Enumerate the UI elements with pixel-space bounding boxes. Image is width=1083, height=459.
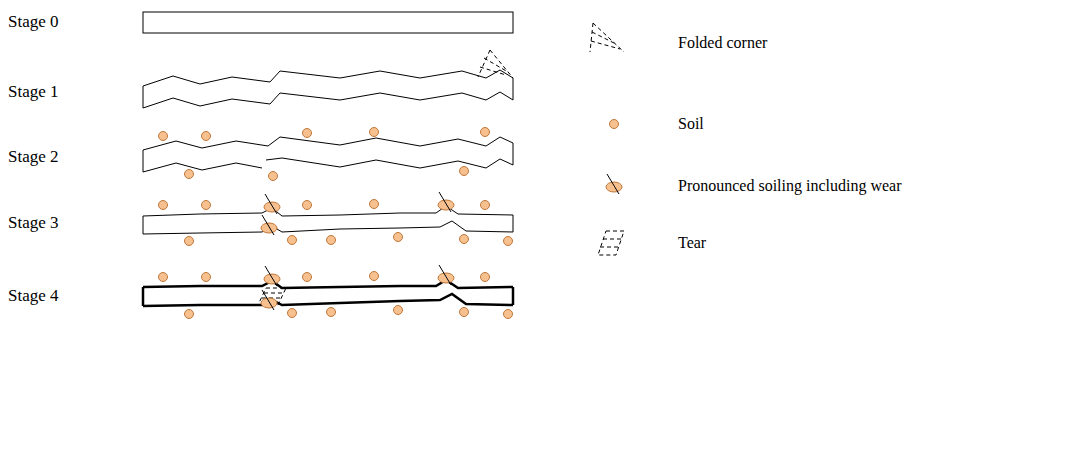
- soil-dots: [159, 128, 490, 181]
- legend-text: Pronounced soiling including wear: [678, 176, 902, 195]
- stage-label: Stage 0: [8, 12, 59, 32]
- stage-label: Stage 2: [8, 147, 59, 167]
- soiled-note: [143, 137, 513, 172]
- soil-dots: [159, 265, 513, 319]
- legend-text: Soil: [678, 114, 704, 133]
- new-note: [143, 12, 513, 33]
- creased-note: [143, 70, 513, 108]
- legend-text: Tear: [678, 233, 706, 252]
- torn-note: [143, 280, 513, 306]
- stage-label: Stage 4: [8, 286, 59, 306]
- worn-note: [143, 206, 513, 234]
- wear-sample: [606, 174, 622, 194]
- tear-sample: [598, 231, 624, 255]
- legend-text: Folded corner: [678, 33, 767, 52]
- stage-label: Stage 1: [8, 82, 59, 102]
- soil-sample: [610, 120, 619, 129]
- soil-dots: [159, 192, 513, 246]
- stage-label: Stage 3: [8, 213, 59, 233]
- folded-corner: [478, 50, 513, 78]
- folded-corner-sample: [590, 23, 624, 52]
